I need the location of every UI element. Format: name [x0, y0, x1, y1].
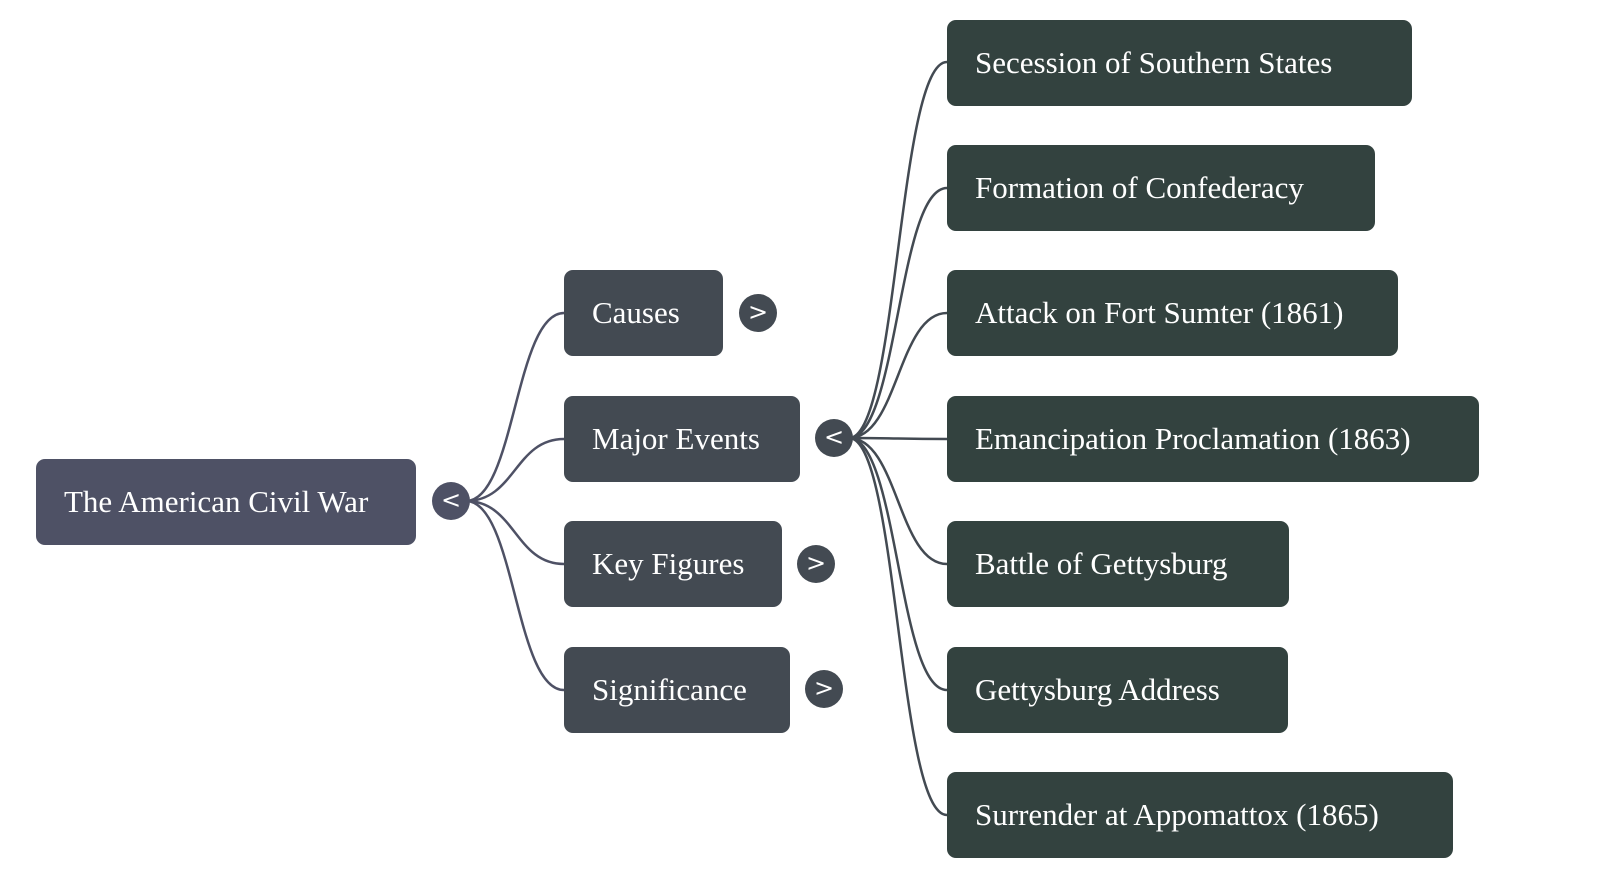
edge-root-to-branch-1 [465, 437, 565, 503]
root-collapse-toggle[interactable]: < [432, 482, 470, 520]
edge-root-to-branch-3 [465, 499, 565, 692]
leaf-label: Battle of Gettysburg [975, 546, 1228, 581]
leaf-label: Surrender at Appomattox (1865) [975, 797, 1379, 832]
leaf-node-gettysburg-address[interactable]: Gettysburg Address [947, 647, 1288, 733]
causes-expand-toggle[interactable]: > [739, 294, 777, 332]
edge-root-to-branch-0 [465, 311, 565, 503]
key-figures-expand-toggle[interactable]: > [797, 545, 835, 583]
edge-events-to-leaf-1 [848, 186, 948, 440]
edge-events-to-leaf-6 [848, 436, 948, 817]
edge-events-to-leaf-4 [848, 436, 948, 566]
collapse-icon: < [440, 486, 462, 514]
collapse-icon: < [823, 423, 845, 451]
leaf-label: Formation of Confederacy [975, 170, 1304, 205]
branch-node-key-figures[interactable]: Key Figures [564, 521, 782, 607]
edge-events-to-leaf-0 [848, 60, 948, 440]
leaf-node-gettysburg-battle[interactable]: Battle of Gettysburg [947, 521, 1289, 607]
leaf-node-fort-sumter[interactable]: Attack on Fort Sumter (1861) [947, 270, 1398, 356]
edge-root-to-branch-2 [465, 499, 565, 566]
leaf-label: Secession of Southern States [975, 45, 1333, 80]
edge-events-to-leaf-2 [848, 311, 948, 440]
significance-expand-toggle[interactable]: > [805, 670, 843, 708]
expand-icon: > [813, 674, 835, 702]
edge-events-to-leaf-5 [848, 436, 948, 692]
branch-node-significance[interactable]: Significance [564, 647, 790, 733]
leaf-node-emancipation[interactable]: Emancipation Proclamation (1863) [947, 396, 1479, 482]
edge-events-to-leaf-3 [848, 436, 948, 441]
expand-icon: > [747, 298, 769, 326]
major-events-collapse-toggle[interactable]: < [815, 419, 853, 457]
branch-node-major-events[interactable]: Major Events [564, 396, 800, 482]
root-node[interactable]: The American Civil War [36, 459, 416, 545]
branch-label: Key Figures [592, 546, 745, 581]
branch-label: Causes [592, 295, 680, 330]
branch-label: Significance [592, 672, 747, 707]
expand-icon: > [805, 549, 827, 577]
leaf-node-appomattox[interactable]: Surrender at Appomattox (1865) [947, 772, 1453, 858]
branch-node-causes[interactable]: Causes [564, 270, 723, 356]
branch-label: Major Events [592, 421, 760, 456]
leaf-label: Emancipation Proclamation (1863) [975, 421, 1411, 456]
root-node-label: The American Civil War [64, 484, 369, 519]
leaf-label: Gettysburg Address [975, 672, 1220, 707]
leaf-node-secession[interactable]: Secession of Southern States [947, 20, 1412, 106]
leaf-node-confederacy[interactable]: Formation of Confederacy [947, 145, 1375, 231]
leaf-label: Attack on Fort Sumter (1861) [975, 295, 1344, 330]
